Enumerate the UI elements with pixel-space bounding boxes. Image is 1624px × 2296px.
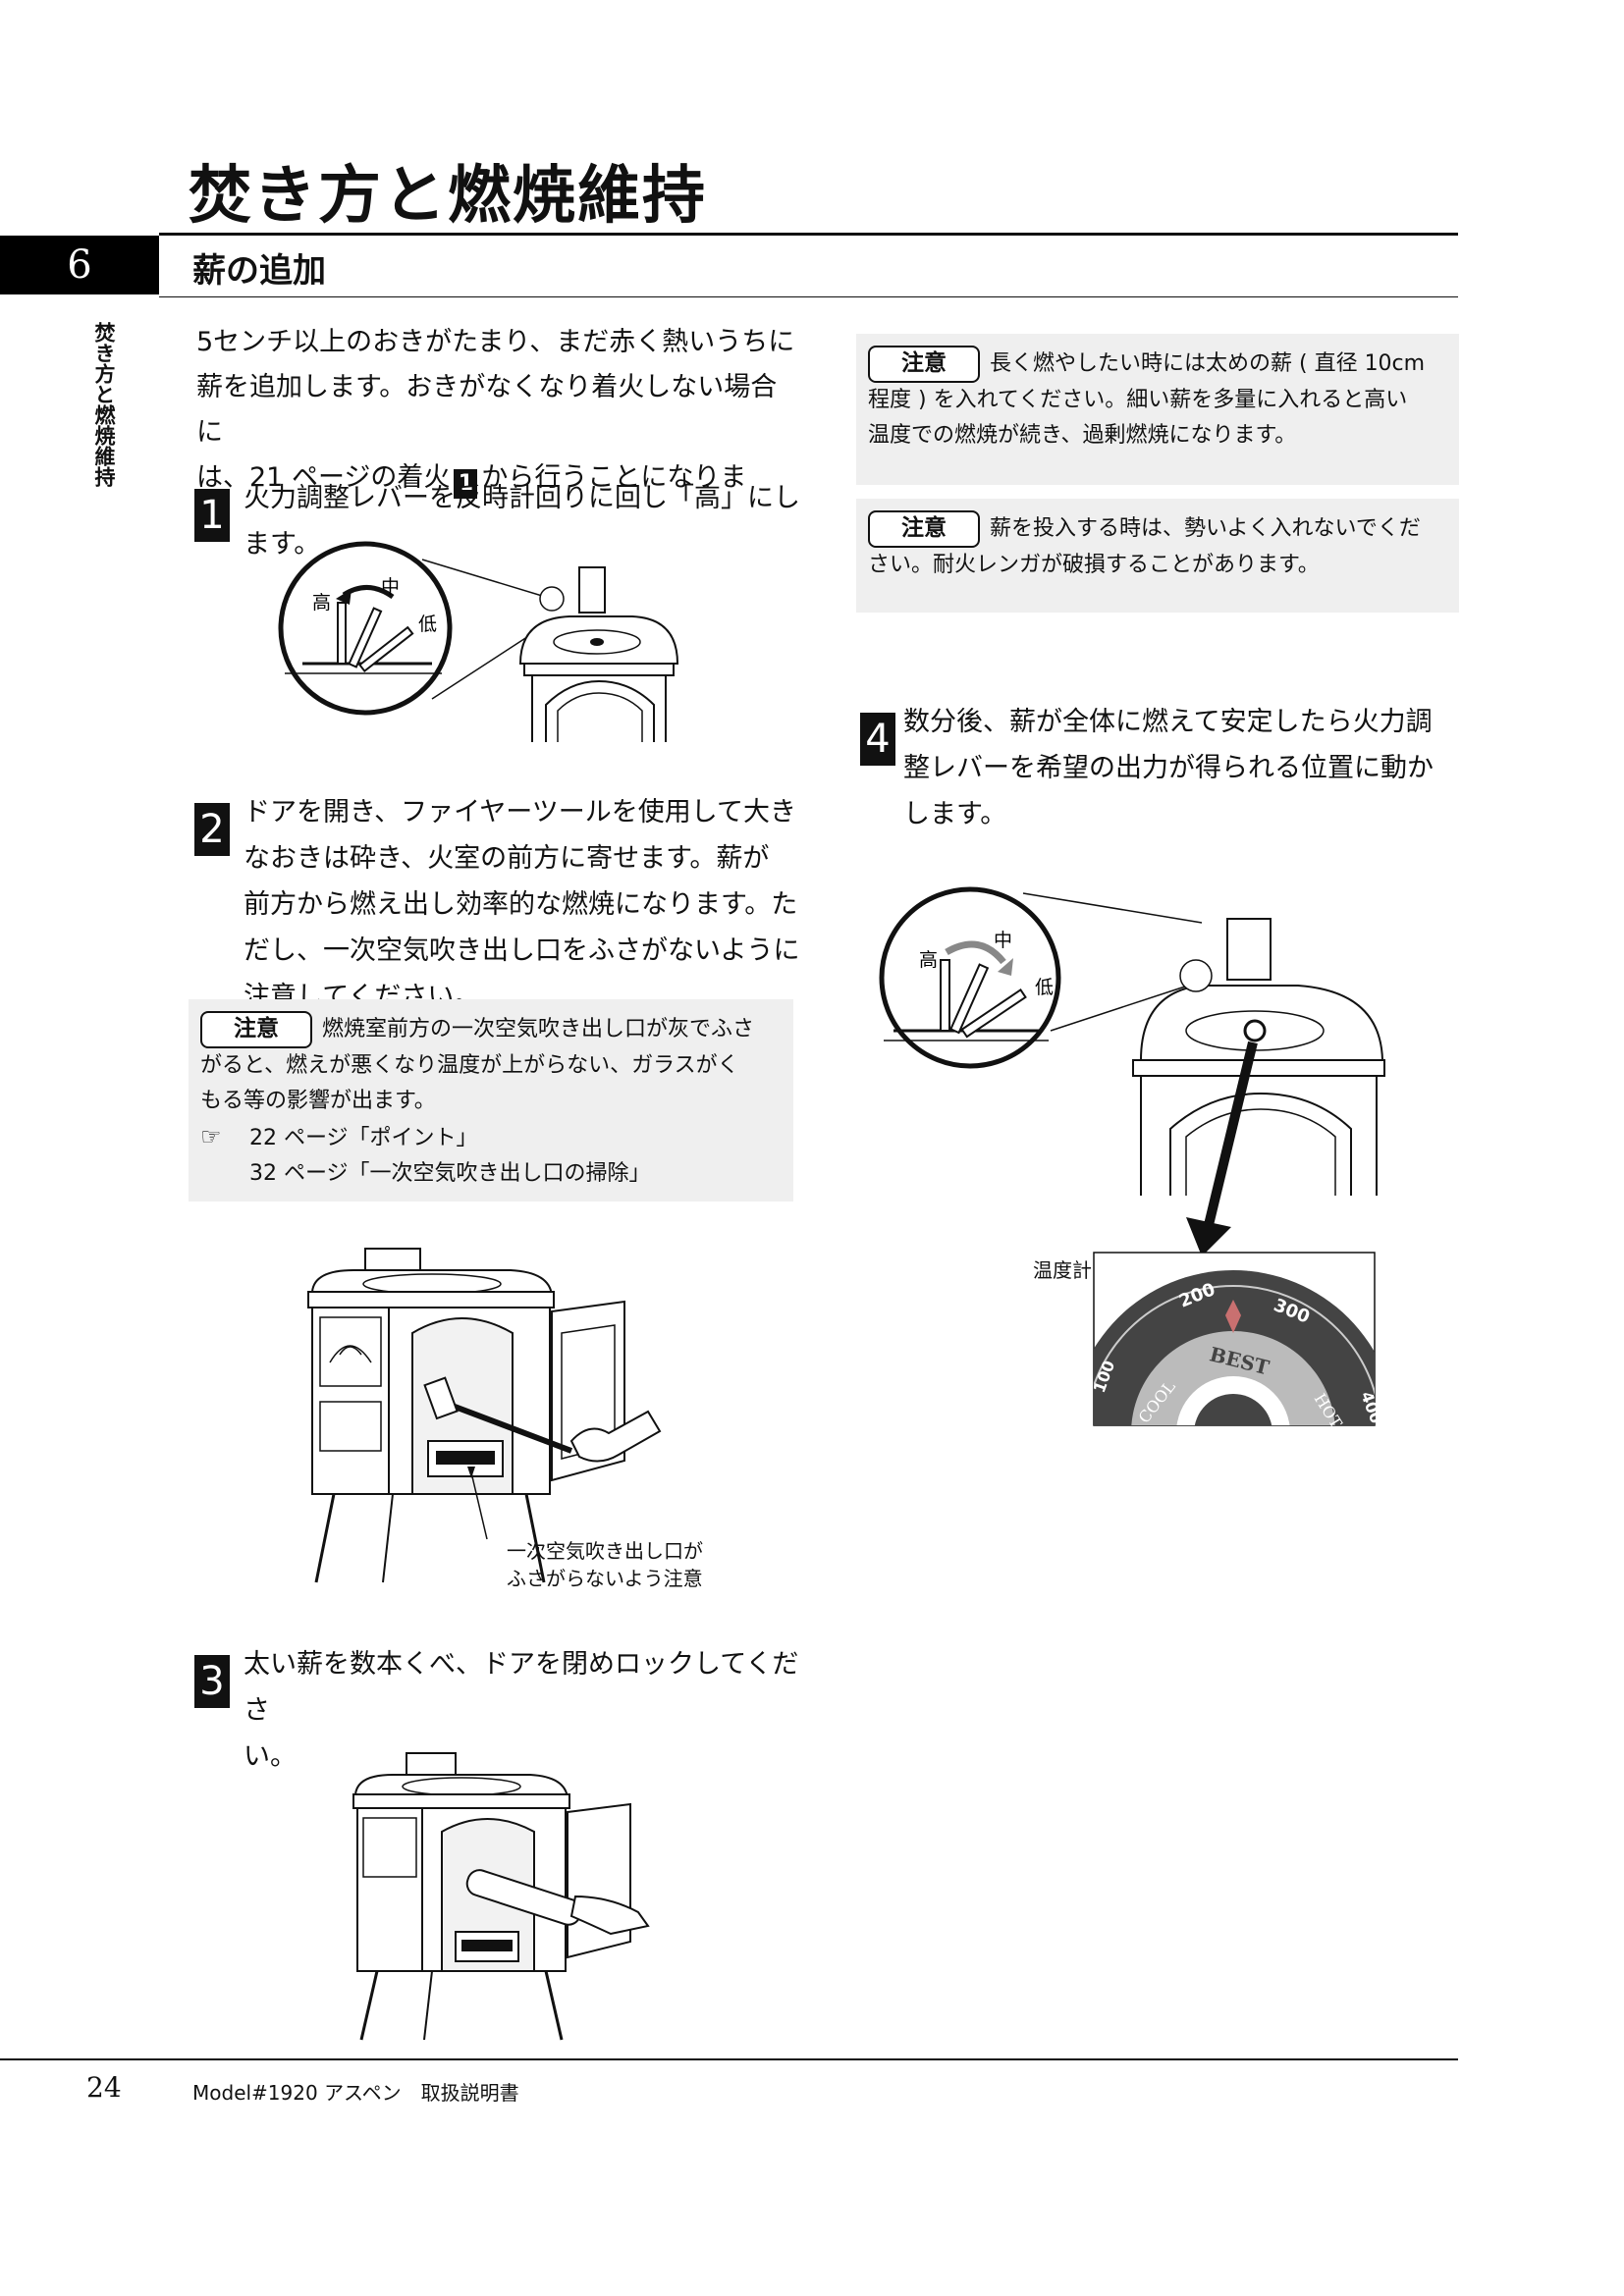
intro-paragraph: 5センチ以上のおきがたまり、まだ赤く熱いうちに 薪を追加します。おきがなくなり着…	[196, 320, 795, 546]
step-number-4: 4	[860, 713, 895, 766]
page-reference: 32 ページ「一次空気吹き出し口の掃除」	[249, 1161, 651, 1186]
step-4-text: 数分後、薪が全体に燃えて安定したら火力調 整レバーを希望の出力が得られる位置に動…	[903, 707, 1434, 829]
section-rule	[159, 296, 1458, 297]
loading-logs-figure	[352, 1752, 650, 2041]
caution-label: 注意	[200, 1011, 312, 1048]
lever-high-figure: 高 中 低	[278, 541, 679, 742]
thermometer-label: 温度計	[1033, 1258, 1092, 1282]
intro-line: は、21 ページの着火1から行うことになります。	[196, 462, 747, 538]
lever-mid-label: 中	[381, 576, 400, 598]
page-number: 24	[86, 2071, 122, 2104]
open-door-tool-figure	[307, 1248, 662, 1583]
vent-note: 一次空気吹き出し口が ふさがらないよう注意	[507, 1539, 703, 1590]
step-number-2: 2	[194, 803, 230, 856]
section-title: 薪の追加	[192, 251, 326, 291]
pointing-hand-icon: ☞	[200, 1123, 222, 1150]
lever-mid-label: 中	[994, 930, 1012, 951]
side-chapter-label: 焚き方と燃焼維持	[92, 322, 116, 487]
lever-low-label: 低	[418, 614, 437, 635]
footer-text: Model#1920 アスペン 取扱説明書	[192, 2081, 519, 2105]
caution-label: 注意	[868, 510, 980, 548]
step-2-text: ドアを開き、ファイヤーツールを使用して大き なおきは砕き、火室の前方に寄せます。…	[244, 797, 800, 1012]
caution-label: 注意	[868, 346, 980, 383]
title-rule	[159, 233, 1458, 236]
step-number-3: 3	[194, 1655, 230, 1708]
step-3-text: 太い薪を数本くべ、ドアを閉めロックしてくださ い。	[244, 1649, 799, 1772]
caution-box-vent: 注意燃焼室前方の一次空気吹き出し口が灰でふさ がると、燃えが悪くなり温度が上がら…	[189, 999, 793, 1201]
thermometer-figure: 高 中 低 200 300 100 400 BEST COOL HOT	[879, 886, 1386, 1431]
page-title: 焚き方と燃焼維持	[189, 159, 707, 233]
caution-box-insert-gently: 注意薪を投入する時は、勢いよく入れないでくだ さい。耐火レンガが破損することがあ…	[856, 499, 1459, 613]
step-ref-badge: 1	[454, 469, 478, 499]
caution-box-thick-logs: 注意長く燃やしたい時には太めの薪 ( 直径 10cm 程度 ) を入れてください…	[856, 334, 1459, 485]
page-reference: 22 ページ「ポイント」	[249, 1126, 478, 1150]
lever-high-label: 高	[919, 949, 938, 971]
lever-high-label: 高	[312, 592, 331, 614]
chapter-number-badge: 6	[0, 236, 159, 294]
lever-low-label: 低	[1035, 977, 1054, 998]
intro-line: 薪を追加します。おきがなくなり着火しない場合に	[196, 372, 778, 448]
step-number-1: 1	[194, 489, 230, 542]
intro-line: 5センチ以上のおきがたまり、まだ赤く熱いうちに	[196, 327, 795, 357]
footer-rule	[0, 2058, 1458, 2060]
step-1-text: 火力調整レバーを反時計回りに回し「高」にします。	[244, 483, 800, 560]
